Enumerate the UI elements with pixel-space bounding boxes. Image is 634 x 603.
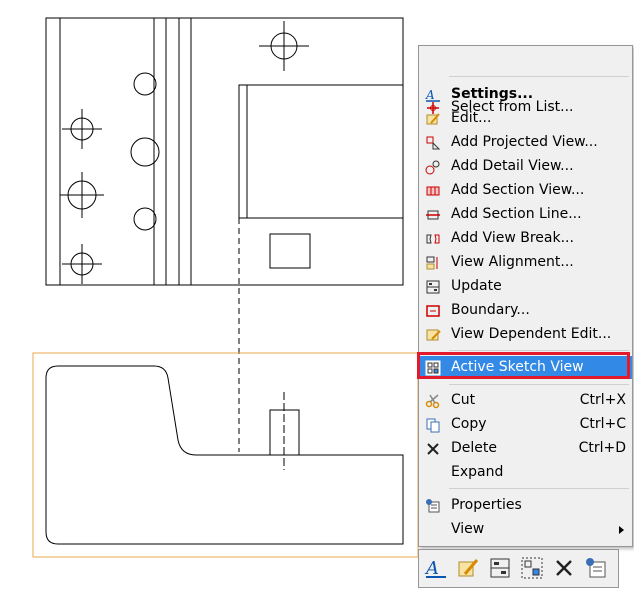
menu-item-delete[interactable]: Delete Ctrl+D xyxy=(421,437,630,460)
menu-item-shortcut: Ctrl+D xyxy=(578,440,626,456)
menu-separator xyxy=(449,76,629,77)
menu-item-properties[interactable]: Properties xyxy=(421,494,630,517)
menu-item-expand[interactable]: Expand xyxy=(421,461,630,484)
detail-view-icon xyxy=(425,160,440,175)
delete-icon xyxy=(427,443,439,455)
active-sketch-view-icon[interactable] xyxy=(520,556,544,580)
menu-item-label: View Alignment... xyxy=(451,254,574,270)
view-alignment-icon xyxy=(426,256,438,270)
boundary-icon xyxy=(426,305,440,317)
menu-item-view-alignment[interactable]: View Alignment... xyxy=(421,251,630,274)
menu-item-shortcut: Ctrl+X xyxy=(579,392,626,408)
menu-item-add-detail-view[interactable]: Add Detail View... xyxy=(421,155,630,178)
menu-separator xyxy=(449,384,629,385)
menu-item-label: Select from List... xyxy=(451,99,574,115)
menu-item-active-sketch-view[interactable]: Active Sketch View xyxy=(419,356,632,379)
cut-icon xyxy=(425,394,440,409)
menu-item-label: Cut xyxy=(451,392,476,408)
menu-item-view-dependent-edit[interactable]: View Dependent Edit... xyxy=(421,323,630,346)
update-icon xyxy=(426,280,440,294)
projected-view-icon xyxy=(426,136,441,150)
settings-icon: A xyxy=(425,88,440,102)
menu-item-label: Add Projected View... xyxy=(451,134,598,150)
menu-item-select-from-list[interactable]: Select from List... xyxy=(421,96,630,119)
active-sketch-view-icon xyxy=(425,360,441,376)
context-menu: Select from List... A Settings... Edit..… xyxy=(418,45,633,547)
settings-icon[interactable]: A xyxy=(424,556,448,580)
menu-separator xyxy=(449,350,629,351)
menu-item-label: Add Section View... xyxy=(451,182,585,198)
menu-item-settings[interactable]: A Settings... xyxy=(421,83,630,106)
menu-item-label: Copy xyxy=(451,416,487,432)
menu-item-cut[interactable]: Cut Ctrl+X xyxy=(421,389,630,412)
select-from-list-icon xyxy=(427,102,439,114)
update-icon[interactable] xyxy=(488,556,512,580)
copy-icon xyxy=(426,418,440,433)
delete-icon[interactable] xyxy=(552,556,576,580)
menu-item-add-projected-view[interactable]: Add Projected View... xyxy=(421,131,630,154)
svg-text:A: A xyxy=(424,558,439,579)
mini-toolbar: A xyxy=(418,549,619,588)
menu-item-label: Add Detail View... xyxy=(451,158,574,174)
menu-item-label: Edit... xyxy=(451,110,492,126)
menu-item-label: Add View Break... xyxy=(451,230,574,246)
properties-icon[interactable] xyxy=(584,556,608,580)
menu-item-edit[interactable]: Edit... xyxy=(421,107,630,130)
menu-item-label: Active Sketch View xyxy=(451,359,584,375)
edit-icon xyxy=(426,113,440,125)
menu-item-label: Properties xyxy=(451,497,522,513)
menu-item-add-view-break[interactable]: Add View Break... xyxy=(421,227,630,250)
section-line-icon xyxy=(426,210,440,220)
view-dependent-edit-icon xyxy=(426,329,441,341)
menu-separator xyxy=(449,488,629,489)
menu-item-boundary[interactable]: Boundary... xyxy=(421,299,630,322)
view-break-icon xyxy=(426,234,440,244)
menu-item-copy[interactable]: Copy Ctrl+C xyxy=(421,413,630,436)
edit-icon[interactable] xyxy=(456,556,480,580)
menu-item-view[interactable]: View xyxy=(421,518,630,541)
top-drawing-view[interactable] xyxy=(45,17,404,452)
menu-item-label: Settings... xyxy=(451,86,534,102)
front-drawing-view[interactable] xyxy=(45,365,404,545)
menu-item-add-section-view[interactable]: Add Section View... xyxy=(421,179,630,202)
menu-item-label: Add Section Line... xyxy=(451,206,582,222)
menu-item-label: Delete xyxy=(451,440,497,456)
svg-text:A: A xyxy=(425,88,435,102)
menu-item-update[interactable]: Update xyxy=(421,275,630,298)
menu-item-label: Boundary... xyxy=(451,302,530,318)
menu-item-label: Expand xyxy=(451,464,504,480)
section-view-icon xyxy=(426,186,440,196)
menu-item-label: Update xyxy=(451,278,502,294)
menu-item-label: View Dependent Edit... xyxy=(451,326,612,342)
menu-item-add-section-line[interactable]: Add Section Line... xyxy=(421,203,630,226)
menu-item-label: View xyxy=(451,521,485,537)
menu-item-shortcut: Ctrl+C xyxy=(579,416,626,432)
active-item-highlight-outline xyxy=(417,352,630,379)
submenu-arrow-icon xyxy=(619,526,624,534)
properties-icon xyxy=(426,499,440,513)
